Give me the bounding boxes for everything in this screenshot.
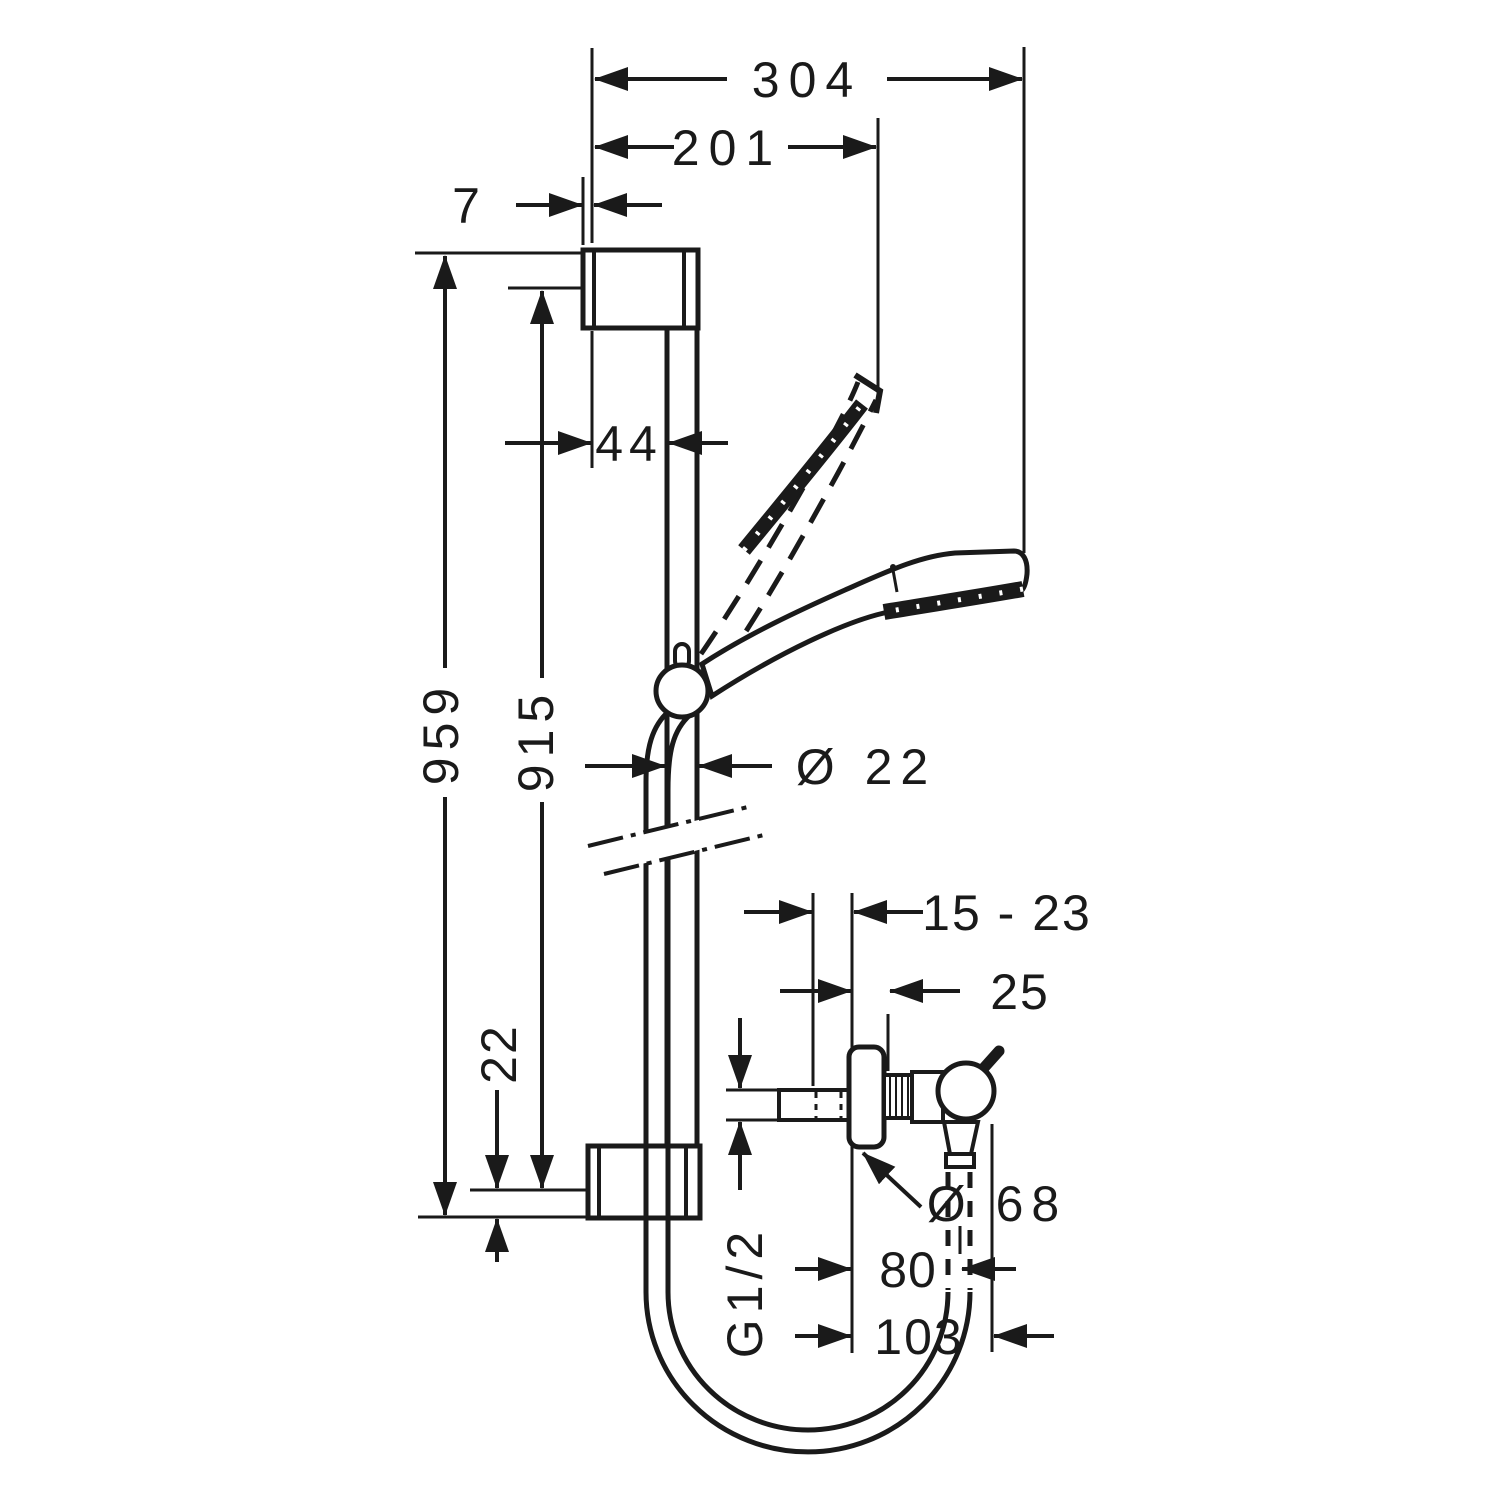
- break-gap: [609, 808, 747, 872]
- dim-rail-length-overall: [415, 251, 590, 1219]
- hand-shower-body: [699, 548, 1030, 700]
- spray-face: [882, 581, 1025, 620]
- bottom-bracket-body: [585, 1143, 703, 1221]
- label-head-offset: 201: [672, 120, 782, 176]
- label-thread: G1/2: [717, 1226, 773, 1358]
- mode-button-dot: [890, 564, 896, 570]
- label-rail-length-bar: 915: [508, 688, 564, 792]
- top-bracket-body: [580, 247, 701, 331]
- hose-outer-edge: [643, 709, 973, 1455]
- break-line-upper: [587, 804, 753, 848]
- product-views: [580, 247, 1030, 1455]
- label-bracket-edge-offset: 7: [452, 178, 480, 234]
- break-symbol: [587, 804, 769, 876]
- label-bottom-bracket-height: 22: [471, 1024, 527, 1084]
- outlet-nut: [944, 1152, 976, 1169]
- dim-bracket-edge-offset: [516, 177, 662, 245]
- hand-shower-alt-position: [698, 372, 884, 668]
- alt-spray-face: [738, 399, 868, 555]
- label-escutcheon-diameter: Ø 68: [927, 1176, 1067, 1232]
- label-overall-width: 304: [752, 52, 862, 108]
- valve-outlet: [941, 1120, 981, 1156]
- dim-thread: [726, 1018, 782, 1190]
- alt-handle-outline-right: [720, 398, 879, 668]
- label-wall-depth-range: 15 - 23: [922, 885, 1092, 941]
- dimension-labels: 304 201 7 44 Ø 22 959 915 22 15 - 23 25 …: [413, 52, 1092, 1365]
- label-bracket-depth: 44: [595, 416, 663, 472]
- hose-inner-edge: [665, 713, 951, 1433]
- dim-valve-depth: [795, 1124, 1054, 1352]
- slider-holder: [653, 642, 711, 720]
- shower-valve: [777, 893, 1005, 1353]
- slider-knob: [653, 662, 711, 720]
- label-hose-offset: 80: [879, 1242, 937, 1298]
- label-escutcheon-depth: 25: [990, 964, 1050, 1020]
- mode-button-mark: [891, 569, 899, 593]
- dim-rail-length-bar: [470, 286, 590, 1192]
- alt-head-cap: [853, 372, 884, 414]
- dim-head-offset: [594, 118, 880, 393]
- dim-overall-width: [590, 47, 1026, 553]
- dim-hose-offset: [795, 1226, 1016, 1281]
- label-rail-length-overall: 959: [413, 681, 469, 785]
- break-line-lower: [603, 832, 769, 876]
- wall-bar: [664, 328, 700, 1147]
- top-bracket: [580, 247, 701, 331]
- escutcheon: [846, 1044, 887, 1150]
- bottom-bracket: [585, 1143, 703, 1221]
- alt-handle-outline-left: [698, 381, 861, 656]
- dim-escutcheon-diameter: [861, 1151, 923, 1209]
- valve-lever: [976, 1045, 1005, 1076]
- hand-shower: [699, 548, 1030, 700]
- leader-line: [861, 1151, 923, 1209]
- alt-spray-nozzles: [742, 402, 864, 552]
- dim-escutcheon-depth: [780, 979, 960, 1071]
- label-rail-diameter: Ø 22: [796, 739, 936, 795]
- dimensions: [415, 47, 1054, 1352]
- label-valve-depth: 103: [874, 1309, 963, 1365]
- dim-bracket-depth: [505, 331, 728, 468]
- valve-knob: [935, 1060, 997, 1122]
